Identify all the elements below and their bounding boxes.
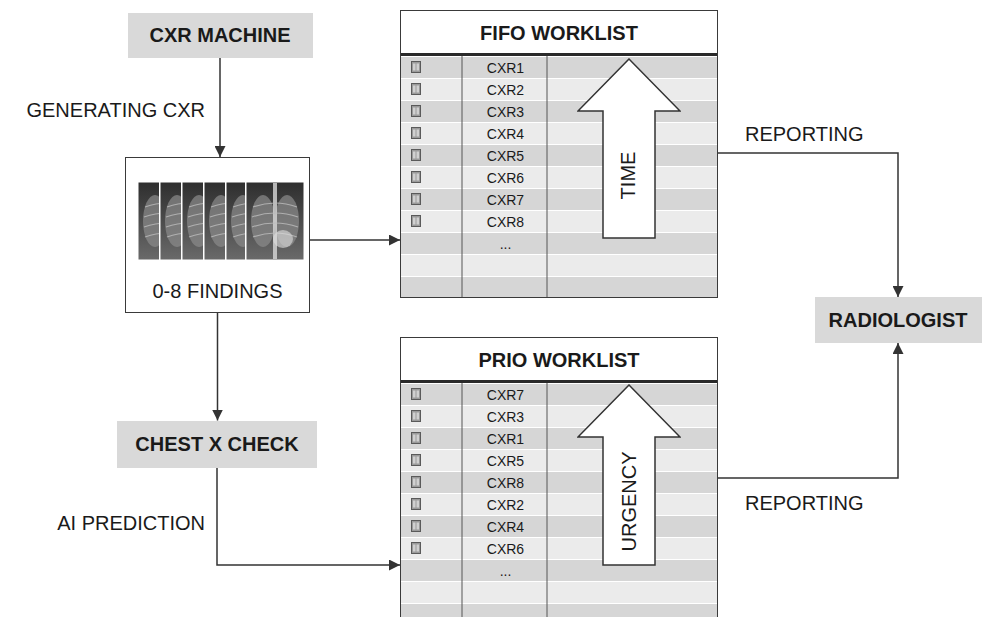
edge-label: REPORTING — [745, 492, 864, 515]
table-cell: CXR6 — [463, 538, 548, 560]
worklist-table: FIFO WORKLISTCXR1CXR2CXR3CXR4CXR5CXR6CXR… — [400, 10, 718, 298]
flow-arrow — [217, 313, 219, 421]
edge-label: GENERATING CXR — [26, 99, 205, 122]
table-cell: CXR7 — [463, 189, 548, 211]
box-label: CHEST X CHECK — [135, 433, 298, 456]
software-box: CHEST X CHECK — [117, 421, 317, 468]
box-label: RADIOLOGIST — [829, 309, 968, 332]
table-cell: CXR2 — [463, 494, 548, 516]
arrow-shape — [578, 385, 680, 565]
edge-label: AI PREDICTION — [57, 512, 205, 535]
device-box: CXR MACHINE — [128, 13, 313, 58]
table-cell: CXR1 — [463, 57, 548, 79]
table-cell: CXR4 — [463, 516, 548, 538]
table-cell: CXR5 — [463, 450, 548, 472]
table-cell: CXR2 — [463, 79, 548, 101]
role-box: RADIOLOGIST — [815, 297, 982, 343]
table-header: PRIO WORKLIST — [401, 338, 717, 382]
table-cell: CXR5 — [463, 145, 548, 167]
table-cell: CXR1 — [463, 428, 548, 450]
arrow-shaft: TIME — [603, 111, 655, 239]
table-cell: CXR8 — [463, 472, 548, 494]
table-cell: ... — [463, 233, 548, 255]
flow-arrow — [718, 153, 898, 297]
block-arrow: TIME — [577, 58, 681, 239]
prio-table-grid — [400, 337, 718, 617]
table-cell: CXR4 — [463, 123, 548, 145]
arrow-label: URGENCY — [618, 451, 641, 551]
xray-stack — [138, 182, 305, 261]
worklist-table: PRIO WORKLISTCXR7CXR3CXR1CXR5CXR8CXR2CXR… — [400, 337, 718, 617]
arrow-label: TIME — [618, 151, 641, 199]
fifo-table-grid — [400, 10, 718, 298]
flow-arrow — [219, 58, 221, 158]
arrow-shaft: URGENCY — [603, 437, 655, 566]
image-stack-box: 0-8 FINDINGS — [125, 157, 310, 313]
stack-caption: 0-8 FINDINGS — [126, 280, 309, 303]
table-cell: CXR6 — [463, 167, 548, 189]
table-cell: CXR3 — [463, 406, 548, 428]
edge-label: REPORTING — [745, 123, 864, 146]
box-label: CXR MACHINE — [149, 24, 290, 47]
table-cell: ... — [463, 560, 548, 582]
table-header: FIFO WORKLIST — [401, 11, 717, 55]
table-cell: CXR3 — [463, 101, 548, 123]
arrow-shape — [578, 59, 680, 238]
flow-arrow — [217, 468, 400, 566]
table-cell: CXR8 — [463, 211, 548, 233]
arrow-outline — [577, 58, 681, 239]
flow-arrow — [310, 239, 400, 241]
table-cell: CXR7 — [463, 384, 548, 406]
block-arrow: URGENCY — [577, 384, 681, 566]
flow-arrow — [718, 343, 898, 478]
